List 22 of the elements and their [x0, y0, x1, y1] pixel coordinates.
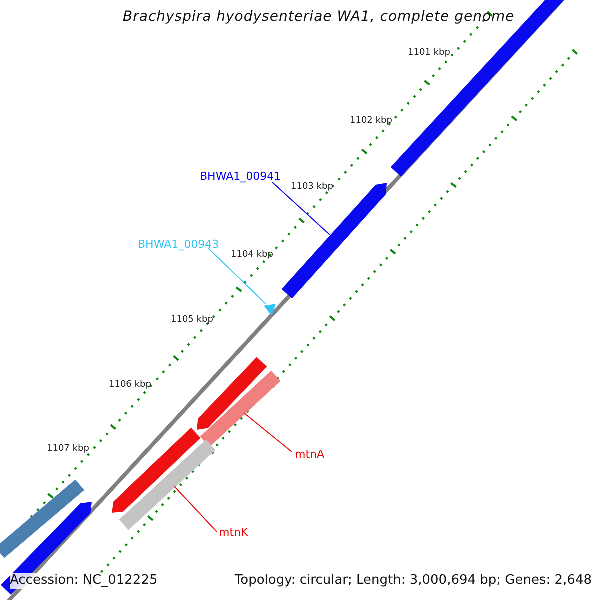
leader-line — [208, 248, 266, 304]
tick-label: 1104 kbp — [231, 250, 274, 261]
gene-arrow — [200, 370, 281, 448]
tick-label: 1105 kbp — [171, 315, 214, 326]
gene-arrow — [264, 304, 276, 316]
tick-label: 1106 kbp — [109, 380, 152, 391]
gene-label: BHWA1_00941 — [200, 170, 282, 184]
accession-text: Accession: NC_012225 — [10, 573, 158, 589]
gene-label: BHWA1_00943 — [138, 238, 220, 252]
leader-line — [244, 412, 292, 452]
title: Brachyspira hyodysenteriae WA1, complete genome — [123, 9, 515, 26]
leader-line — [272, 182, 330, 236]
gene-arrow — [282, 183, 387, 299]
summary-text: Topology: circular; Length: 3,000,694 bp; Genes: 2,648 — [234, 573, 592, 589]
tick-label: 1103 kbp — [291, 182, 334, 193]
gene-label: mtnK — [219, 526, 248, 540]
tick-label: 1107 kbp — [47, 444, 90, 455]
leader-line — [174, 486, 218, 532]
gene-label: mtnA — [295, 448, 325, 462]
tick-label: 1102 kbp — [350, 116, 392, 127]
gene-arrow — [119, 440, 216, 530]
tick-label: 1101 kbp — [408, 48, 450, 59]
